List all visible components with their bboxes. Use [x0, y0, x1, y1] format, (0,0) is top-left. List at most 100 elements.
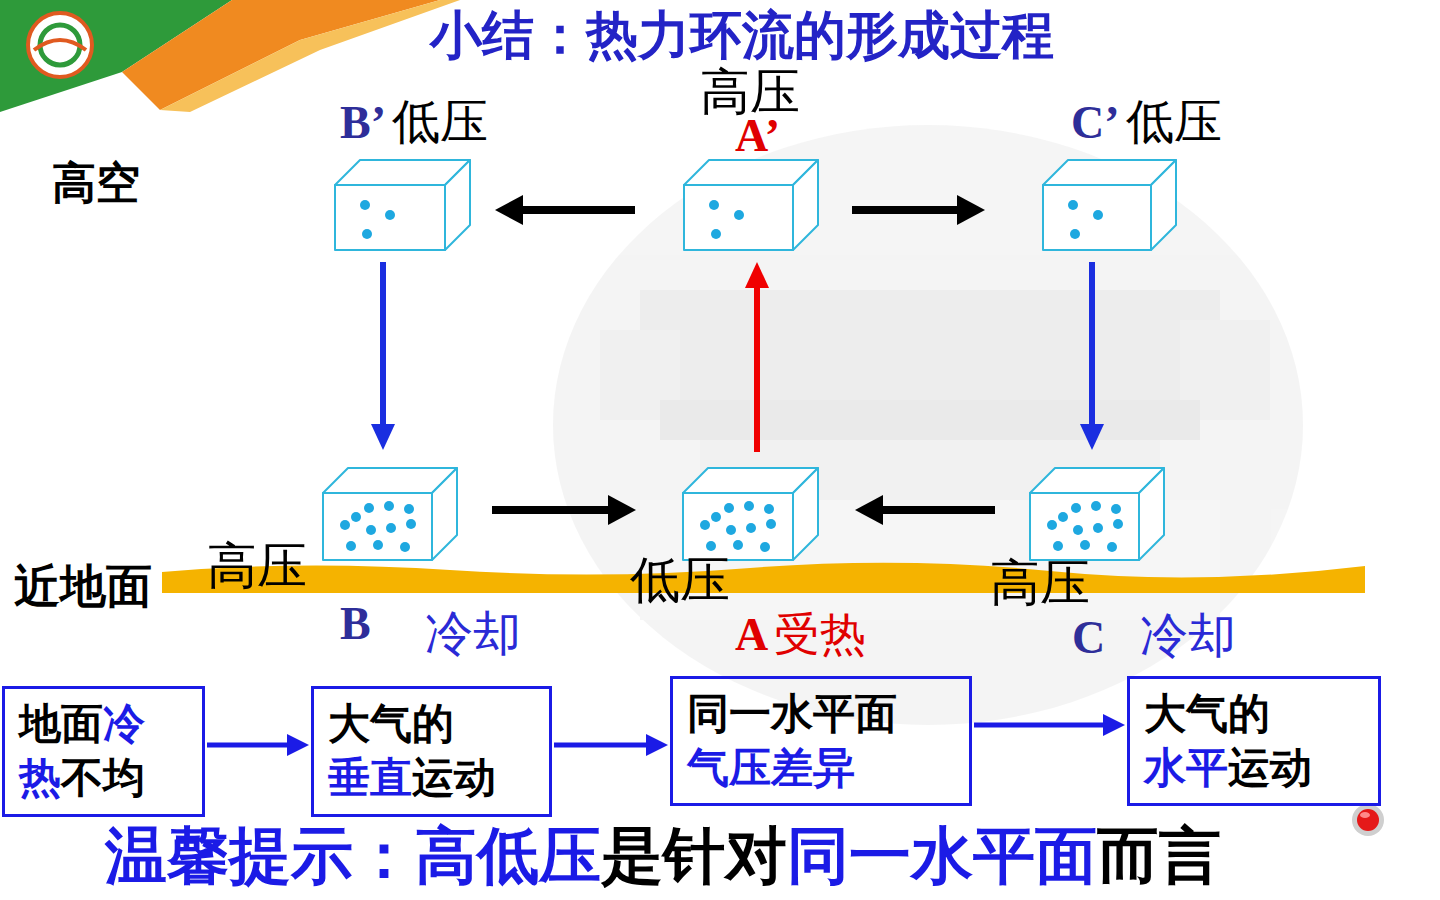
air-molecule — [1093, 523, 1103, 533]
arrow-head — [855, 495, 883, 525]
parcel-label: B — [340, 598, 371, 651]
process-box: 大气的水平运动 — [1127, 676, 1381, 806]
process-box: 地面冷热不均 — [2, 686, 205, 817]
parcel-label: A受热 — [735, 608, 866, 662]
air-molecule — [1080, 540, 1090, 550]
air-parcel: 低压A受热 — [683, 468, 818, 560]
parcel-label: A’ — [735, 110, 780, 163]
tip-text: 同一水平面 — [787, 819, 1097, 892]
air-molecule — [400, 542, 410, 552]
arrow-shaft — [521, 206, 635, 214]
pressure-label: 低压 — [630, 552, 730, 610]
box-line: 气压差异 — [687, 741, 855, 795]
parcel-label: 冷却 — [1140, 608, 1236, 663]
flow-arrow — [554, 734, 668, 756]
pressure-label: 高压 — [207, 538, 307, 596]
parcel-label: 高压 — [990, 555, 1090, 613]
air-molecule — [1053, 541, 1063, 551]
air-molecule — [760, 542, 770, 552]
corner-ornament — [0, 0, 460, 112]
air-molecule — [733, 540, 743, 550]
air-molecule — [1071, 503, 1081, 513]
air-molecule — [1070, 229, 1080, 239]
flow-arrow — [855, 495, 995, 525]
step-text: 同一水平面 — [687, 689, 897, 738]
arrow-head — [371, 424, 395, 450]
air-molecule — [373, 540, 383, 550]
arrow-shaft — [380, 262, 386, 426]
ground-band — [162, 563, 1365, 593]
slide-button — [1352, 804, 1384, 836]
level-label: 近地面 — [14, 559, 152, 613]
arrow-head — [495, 195, 523, 225]
parcel-label: C’低压 — [1071, 94, 1222, 150]
air-molecule — [1111, 504, 1121, 514]
air-molecule — [706, 541, 716, 551]
flow-arrow — [974, 714, 1125, 736]
air-molecule — [364, 503, 374, 513]
air-molecule — [384, 501, 394, 511]
parcel-label: 冷却 — [425, 606, 521, 661]
tip-text: 温馨提示：高低压 — [105, 819, 601, 892]
air-parcel: 高压B冷却 — [323, 468, 457, 560]
box-line: 水平运动 — [1144, 741, 1312, 795]
pressure-label: 冷却 — [425, 606, 521, 661]
arrow-head — [1080, 424, 1104, 450]
step-text: 垂直 — [328, 753, 412, 802]
air-cube — [1030, 468, 1164, 560]
air-molecule — [1093, 210, 1103, 220]
air-molecule — [744, 501, 754, 511]
pressure-label: 受热 — [774, 608, 866, 661]
point-letter: A — [735, 609, 768, 662]
air-molecule — [385, 210, 395, 220]
arrow-shaft — [881, 506, 995, 514]
tip-text: 是针对 — [601, 819, 787, 892]
tip-text: 而言 — [1097, 819, 1221, 892]
parcel-label: B’低压 — [340, 94, 488, 150]
air-cube — [684, 160, 818, 250]
tip-note: 温馨提示：高低压是针对同一水平面而言 — [105, 820, 1221, 891]
box-line: 垂直运动 — [328, 751, 496, 805]
slide-title: 小结：热力环流的形成过程 — [430, 5, 1054, 65]
flow-arrow — [492, 495, 636, 525]
air-molecule — [346, 541, 356, 551]
point-letter: A’ — [735, 110, 780, 163]
air-parcel: C’低压 — [1043, 160, 1176, 250]
step-text: 不均 — [61, 753, 145, 802]
air-molecule — [1047, 520, 1057, 530]
arrow-shaft — [974, 723, 1105, 728]
flow-arrow — [852, 195, 985, 225]
step-text: 运动 — [1228, 743, 1312, 792]
air-molecule — [362, 229, 372, 239]
point-letter: C — [1072, 612, 1105, 665]
point-letter: B’ — [340, 97, 386, 150]
air-molecule — [404, 504, 414, 514]
air-molecule — [406, 519, 416, 529]
box-line: 大气的 — [328, 697, 454, 751]
air-molecule — [726, 525, 736, 535]
air-molecule — [360, 200, 370, 210]
air-molecule — [366, 525, 376, 535]
flow-arrow — [745, 262, 769, 452]
air-molecule — [709, 200, 719, 210]
air-molecule — [1058, 512, 1068, 522]
box-line: 同一水平面 — [687, 687, 897, 741]
pressure-label: 低压 — [1126, 94, 1222, 149]
arrow-shaft — [492, 506, 610, 514]
box-line: 大气的 — [1144, 687, 1270, 741]
point-letter: B — [340, 598, 371, 651]
arrow-head — [1103, 714, 1125, 736]
air-molecule — [1091, 501, 1101, 511]
air-cube — [1043, 160, 1176, 250]
pressure-label: 高压 — [990, 555, 1090, 613]
flow-arrow — [495, 195, 635, 225]
arrow-shaft — [754, 286, 760, 452]
air-cube — [335, 160, 470, 250]
arrow-shaft — [207, 743, 289, 748]
step-text: 地面 — [19, 699, 103, 748]
arrow-head — [287, 734, 309, 756]
parcel-label: C — [1072, 612, 1105, 665]
pressure-label: 冷却 — [1140, 608, 1236, 663]
title-block: 小结：热力环流的形成过程 — [430, 6, 1150, 66]
